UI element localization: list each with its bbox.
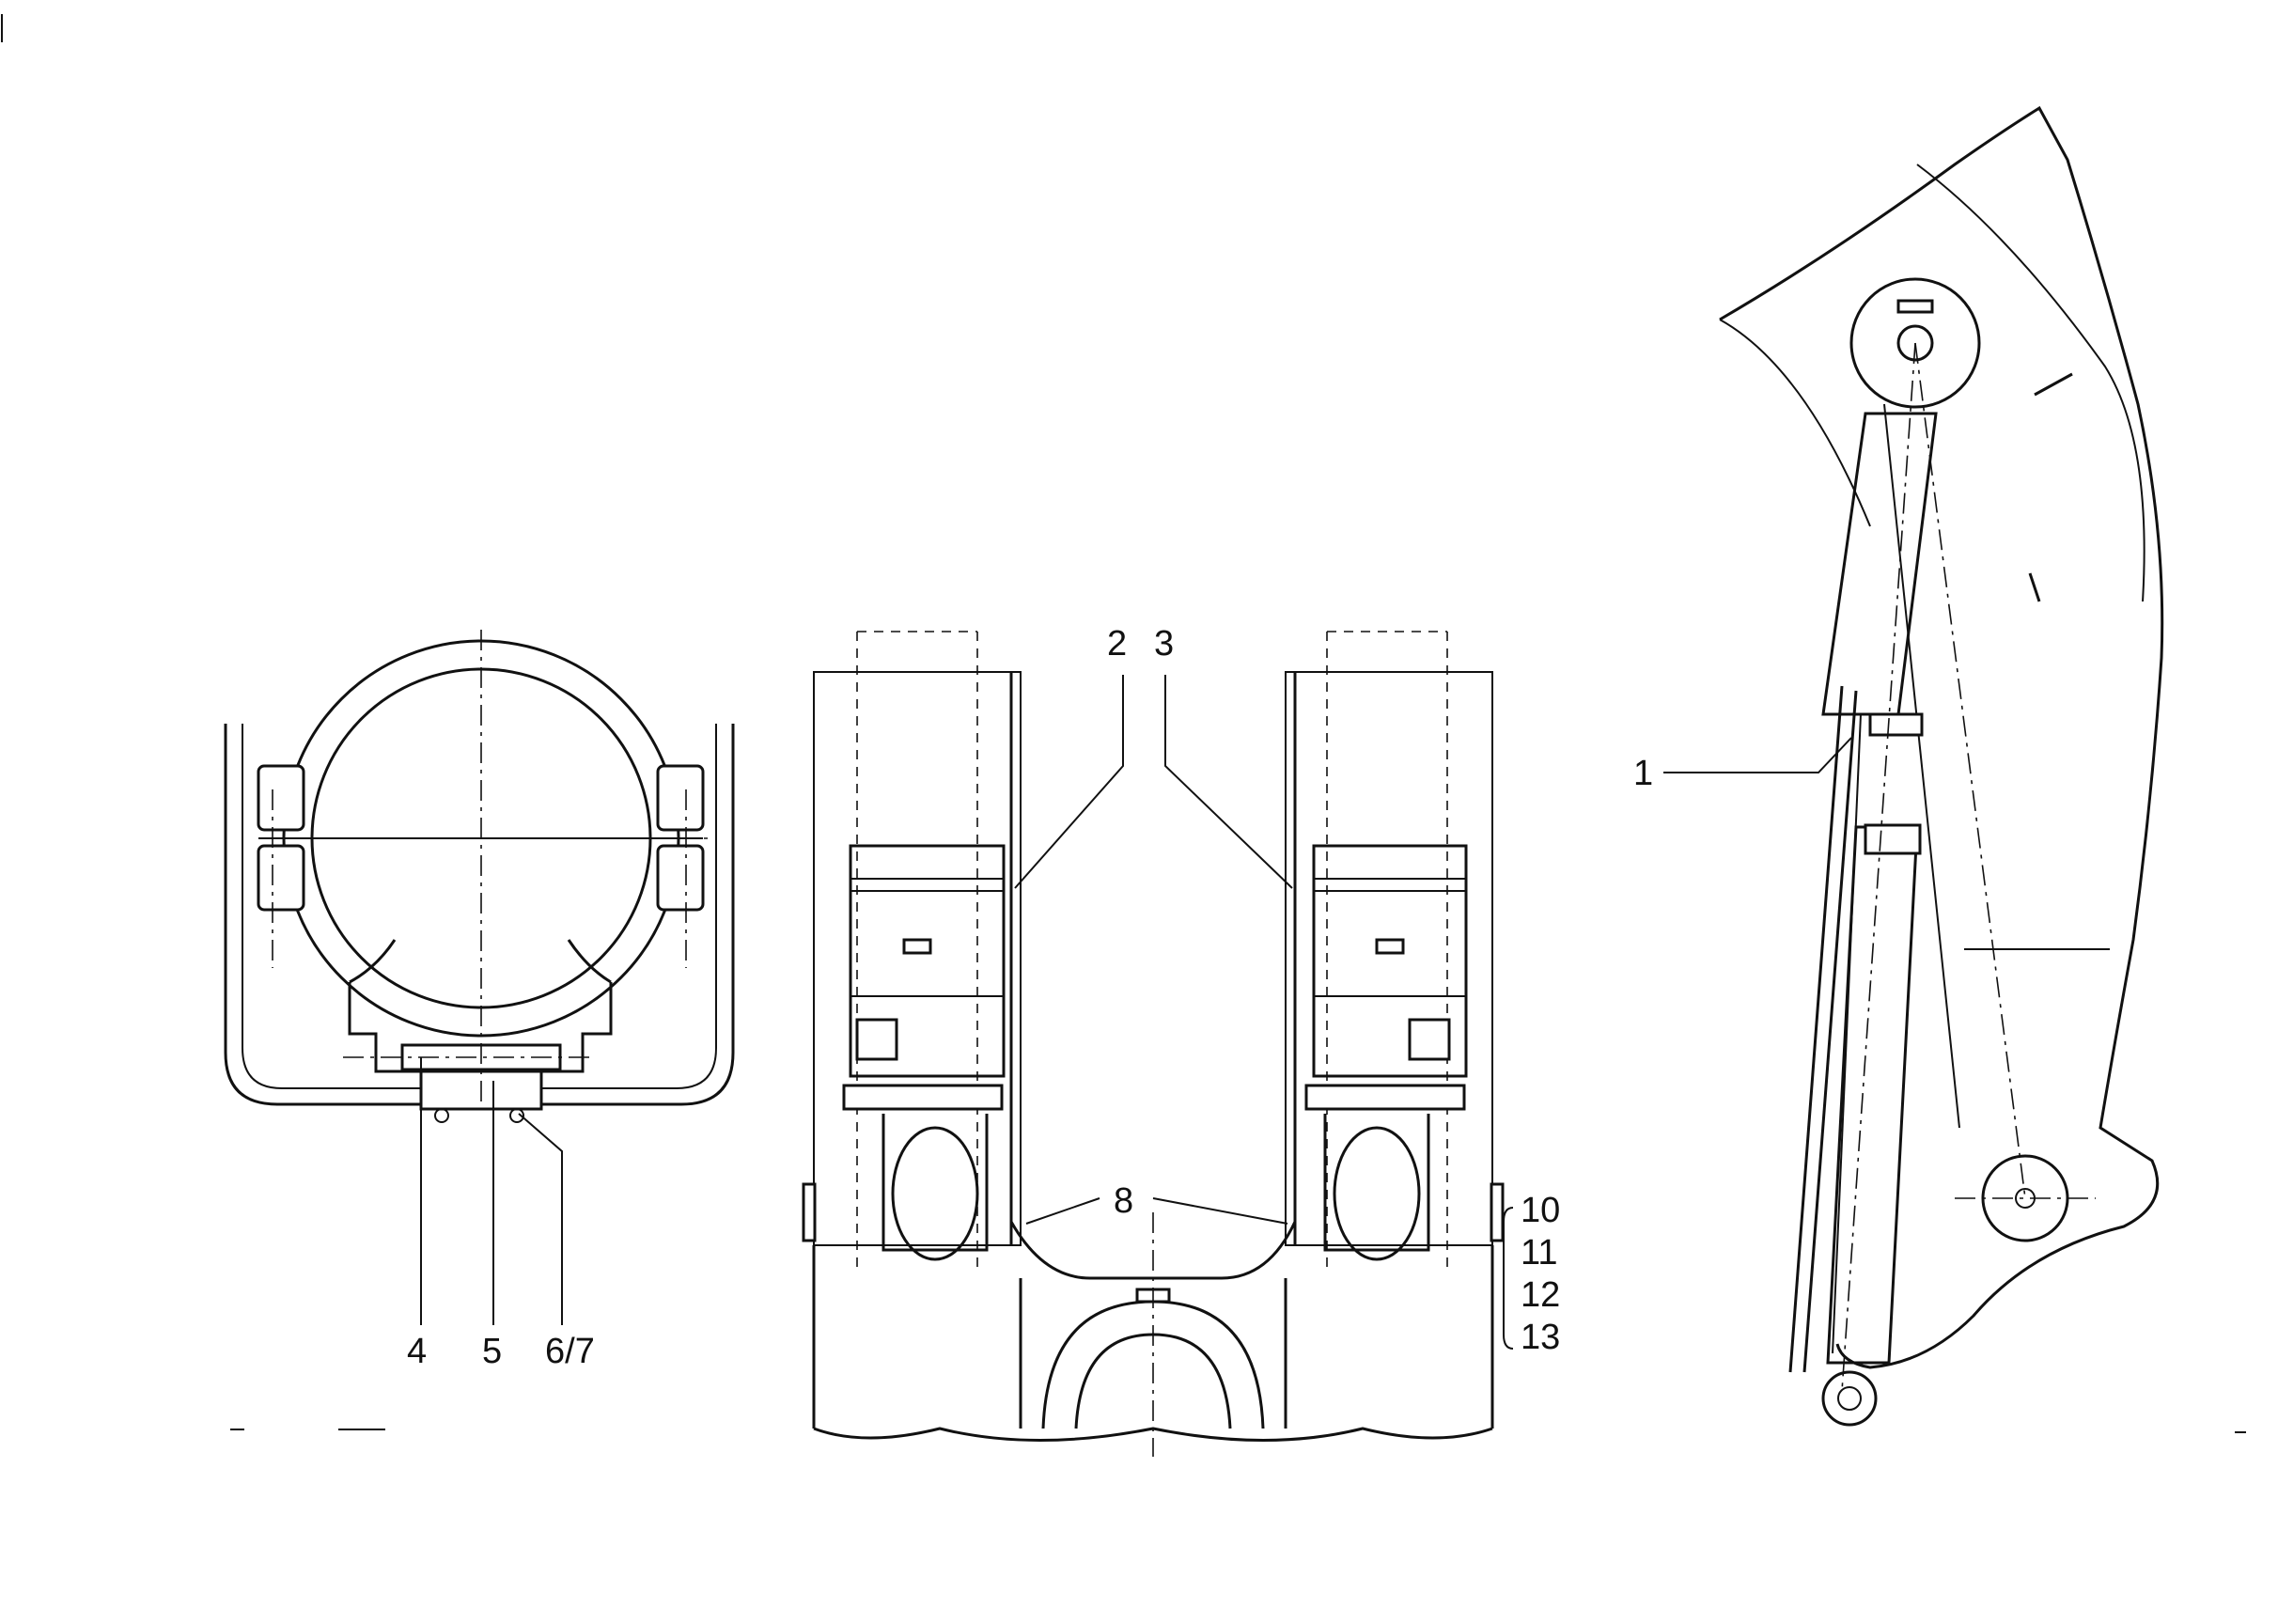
callout-2: 2 bbox=[1107, 624, 1127, 664]
callout-13: 13 bbox=[1521, 1318, 1560, 1357]
callout-3: 3 bbox=[1154, 624, 1174, 664]
callout-4: 4 bbox=[407, 1332, 427, 1371]
callout-10: 10 bbox=[1521, 1191, 1560, 1230]
boom-front-view bbox=[802, 631, 1514, 1457]
callout-12: 12 bbox=[1521, 1275, 1560, 1315]
callout-8: 8 bbox=[1114, 1181, 1133, 1221]
clamp-view bbox=[224, 630, 735, 1325]
callout-11: 11 bbox=[1521, 1233, 1557, 1273]
boom-side-view bbox=[1663, 105, 2164, 1427]
callout-1: 1 bbox=[1633, 754, 1653, 793]
callout-5: 5 bbox=[482, 1332, 502, 1371]
callout-6-7: 6/7 bbox=[545, 1332, 595, 1371]
